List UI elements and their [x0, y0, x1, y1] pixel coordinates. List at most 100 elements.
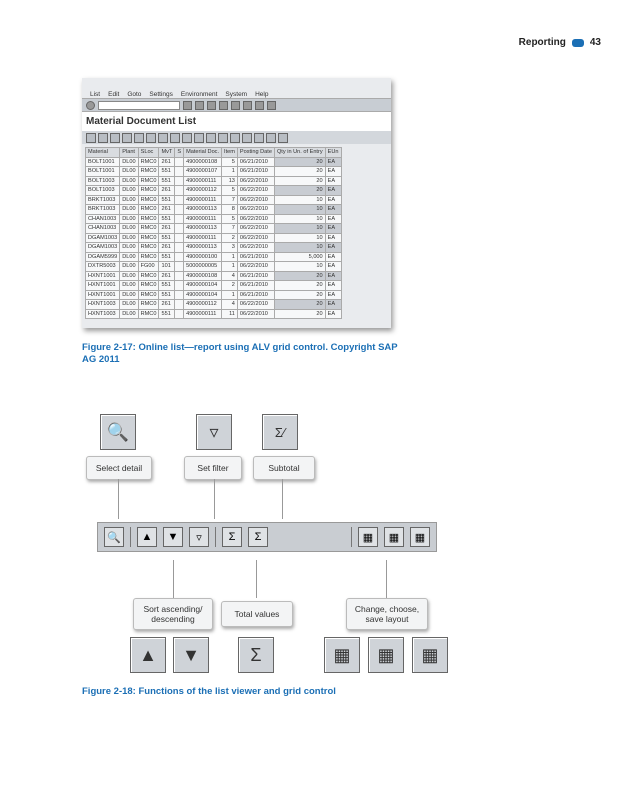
- column-header[interactable]: Item: [221, 147, 238, 158]
- save-icon[interactable]: [183, 100, 192, 110]
- export-icon[interactable]: [230, 132, 240, 143]
- table-cell: 10: [273, 204, 326, 215]
- layout-change-icon[interactable]: [254, 132, 264, 143]
- last-page-icon[interactable]: [122, 132, 132, 143]
- exit-icon[interactable]: [207, 100, 216, 110]
- sort-descending-icon[interactable]: ▼: [163, 527, 183, 547]
- table-cell: 1: [221, 166, 238, 177]
- layout-icon[interactable]: [267, 100, 276, 110]
- total-icon[interactable]: Σ: [222, 527, 242, 547]
- column-header[interactable]: Posting Date: [236, 147, 275, 158]
- grid-icon[interactable]: [206, 132, 216, 143]
- total-icon[interactable]: [194, 132, 204, 143]
- table-cell: [174, 280, 185, 291]
- table-cell: 06/22/2010: [236, 232, 275, 243]
- menu-system[interactable]: System: [225, 91, 248, 98]
- menu-list[interactable]: List: [90, 91, 101, 98]
- column-header[interactable]: EUn: [324, 147, 342, 158]
- subtotal-icon[interactable]: [218, 132, 228, 143]
- column-header[interactable]: Plant: [119, 147, 139, 158]
- table-cell: 551: [158, 166, 176, 177]
- arrow: [256, 560, 257, 598]
- cancel-icon[interactable]: [219, 100, 228, 110]
- table-cell: 20: [273, 280, 326, 291]
- select-detail-icon[interactable]: 🔍: [104, 527, 124, 547]
- table-cell: 10: [273, 213, 326, 224]
- filter-icon[interactable]: [146, 132, 156, 143]
- page-icon[interactable]: [255, 100, 264, 110]
- label-sort: Sort ascending/ descending: [133, 598, 213, 630]
- sort-desc-icon[interactable]: [182, 132, 192, 143]
- column-header[interactable]: Material: [84, 147, 121, 158]
- layout-save-icon[interactable]: [278, 132, 288, 143]
- select-detail-icon[interactable]: [134, 132, 144, 143]
- save-layout-icon[interactable]: ▦: [410, 527, 430, 547]
- table-cell: CHAN1003: [84, 223, 121, 234]
- table-cell: EA: [324, 261, 342, 272]
- find-icon[interactable]: [243, 100, 252, 110]
- table-cell: 4900000100: [183, 251, 223, 262]
- table-cell: 551: [158, 213, 176, 224]
- menu-environment[interactable]: Environment: [180, 91, 218, 98]
- subtotal-icon[interactable]: Σ: [248, 527, 268, 547]
- table-cell: RMC0: [137, 156, 160, 167]
- menu-help[interactable]: Help: [255, 91, 269, 98]
- table-cell: [174, 166, 185, 177]
- separator: [130, 527, 131, 547]
- arrow: [118, 479, 119, 519]
- prev-page-icon[interactable]: [98, 132, 108, 143]
- change-layout-icon[interactable]: ▦: [358, 527, 378, 547]
- menu-goto[interactable]: Goto: [127, 91, 142, 98]
- first-page-icon[interactable]: [86, 132, 96, 143]
- column-header[interactable]: Qty in Un. of Entry: [273, 147, 326, 158]
- enter-icon[interactable]: [86, 100, 95, 110]
- table-cell: 06/22/2010: [236, 223, 275, 234]
- table-cell: BOLT1001: [84, 156, 121, 167]
- set-filter-icon[interactable]: ▿: [189, 527, 209, 547]
- back-icon[interactable]: [195, 100, 204, 110]
- print-icon[interactable]: [231, 100, 240, 110]
- command-field[interactable]: [98, 100, 180, 110]
- change-layout-icon: ▦: [324, 637, 360, 673]
- column-header[interactable]: Material Doc.: [183, 147, 223, 158]
- next-page-icon[interactable]: [110, 132, 120, 143]
- table-cell: RMC0: [137, 308, 160, 319]
- menu-settings[interactable]: Settings: [149, 91, 173, 98]
- column-header[interactable]: S: [174, 147, 185, 158]
- column-icon[interactable]: [158, 132, 168, 143]
- sort-ascending-icon[interactable]: ▲: [137, 527, 157, 547]
- sort-asc-icon[interactable]: [170, 132, 180, 143]
- table-cell: RMC0: [137, 289, 160, 300]
- table-cell: 13: [221, 175, 238, 186]
- total-icon: Σ: [238, 637, 274, 673]
- table-cell: HXNT1001: [84, 270, 121, 281]
- table-cell: 20: [273, 166, 326, 177]
- table-cell: 261: [158, 299, 176, 310]
- layout-choose-icon[interactable]: [266, 132, 276, 143]
- standard-toolbar: [82, 98, 391, 112]
- page-title: Material Document List: [82, 112, 391, 131]
- table-cell: EA: [324, 270, 342, 281]
- choose-layout-icon[interactable]: ▦: [384, 527, 404, 547]
- chart-icon[interactable]: [242, 132, 252, 143]
- column-header[interactable]: SLoc: [137, 147, 160, 158]
- menu-edit[interactable]: Edit: [108, 91, 120, 98]
- column-header[interactable]: MvT: [158, 147, 176, 158]
